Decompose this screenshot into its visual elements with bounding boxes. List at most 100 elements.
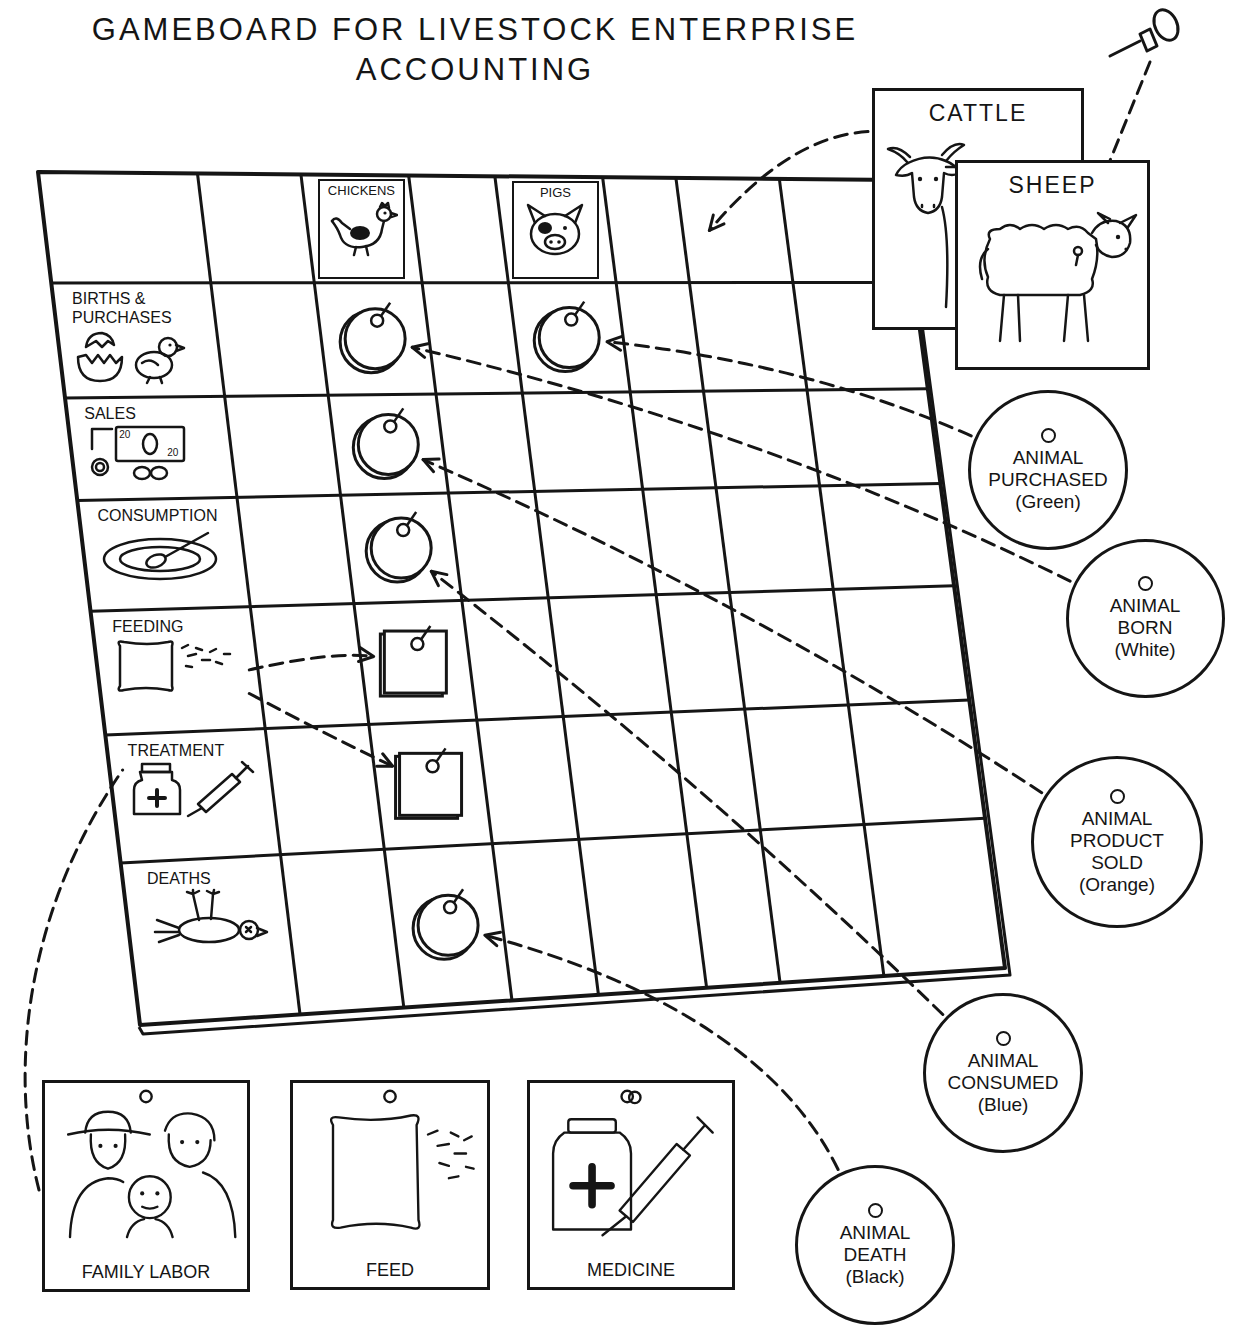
sketch-stroke <box>188 808 202 816</box>
leader-line <box>709 132 868 231</box>
sketch-stroke <box>411 638 423 650</box>
grid-line <box>779 179 884 976</box>
illustration <box>295 1087 485 1239</box>
sketch-stroke <box>345 309 405 369</box>
sketch-stroke <box>400 753 462 815</box>
sketch-stroke <box>295 1087 485 1239</box>
illustration <box>324 199 398 257</box>
sketch-stroke <box>922 205 934 207</box>
round-counter <box>413 889 478 959</box>
sketch-stroke <box>84 423 214 481</box>
row-label: CONSUMPTION <box>98 506 218 525</box>
sketch-stroke <box>168 343 171 346</box>
counter-key-label: ANIMAL CONSUMED(Blue) <box>941 1031 1065 1116</box>
sketch-stroke <box>575 302 584 315</box>
sketch-stroke <box>683 1117 712 1149</box>
illustration <box>72 327 202 385</box>
row-label: SALES <box>84 404 136 423</box>
row-label-cell: FEEDING <box>110 616 245 723</box>
illustration <box>518 201 592 259</box>
sketch-stroke <box>203 1173 235 1238</box>
arrowhead <box>423 459 439 472</box>
counter-key-circle: ANIMAL CONSUMED(Blue) <box>923 993 1083 1153</box>
sketch-stroke <box>144 552 167 570</box>
sketch-stroke <box>91 1135 126 1169</box>
grid-line <box>121 818 985 863</box>
grid-line <box>51 281 913 284</box>
sketch-stroke <box>169 1135 211 1167</box>
sketch-stroke <box>384 212 387 215</box>
illustration: 2020 <box>84 423 214 481</box>
counter-key-circle: ANIMAL PURCHASED(Green) <box>968 390 1128 550</box>
sketch-stroke <box>129 1176 171 1218</box>
sketch-stroke <box>114 1144 118 1148</box>
sketch-stroke <box>629 1092 640 1103</box>
grid-line <box>495 176 599 995</box>
sketch-stroke <box>528 205 545 223</box>
sketch-stroke <box>1092 221 1130 257</box>
sketch-stroke <box>980 213 1136 341</box>
sketch-stroke <box>78 333 184 383</box>
sketch-stroke <box>179 918 239 942</box>
input-card: MEDICINE <box>527 1080 735 1290</box>
sketch-stroke <box>51 1087 241 1239</box>
sketch-stroke <box>120 547 200 571</box>
sketch-stroke <box>159 338 177 356</box>
illustration <box>128 760 258 818</box>
sketch-stroke <box>518 201 592 259</box>
square-counter <box>380 626 446 696</box>
pin-hole <box>996 1031 1011 1046</box>
sketch-stroke <box>70 1178 123 1237</box>
sketch-stroke <box>92 427 184 479</box>
sketch-stroke <box>454 889 463 902</box>
sketch-stroke <box>545 235 565 249</box>
sketch-stroke <box>531 214 579 254</box>
sketch-stroke <box>195 1140 199 1144</box>
counter-key-label: ANIMAL DEATH(Black) <box>813 1203 937 1288</box>
pin-hole <box>1041 428 1056 443</box>
leader-line <box>423 459 1042 793</box>
grid-line <box>91 586 955 611</box>
grid-line <box>301 174 404 1007</box>
sketch-stroke <box>1076 255 1078 265</box>
sketch-stroke <box>391 213 397 217</box>
sketch-stroke <box>155 890 267 942</box>
dashed-leader <box>607 342 971 436</box>
diagram-title: GAMEBOARD FOR LIVESTOCK ENTERPRISE ACCOU… <box>20 10 930 90</box>
arrowhead <box>377 754 393 767</box>
sketch-stroke <box>428 1131 474 1179</box>
dashed-leader <box>249 655 373 670</box>
sketch-stroke <box>78 355 122 381</box>
round-counter <box>340 303 405 373</box>
grid-line <box>409 175 512 1000</box>
counter-key-label: ANIMAL PRODUCT SOLD(Orange) <box>1055 789 1179 896</box>
sketch-stroke <box>380 203 389 208</box>
sketch-stroke <box>92 459 108 475</box>
sketch-stroke <box>381 303 390 316</box>
row-label: BIRTHS & PURCHASES <box>72 289 204 327</box>
input-card: FAMILY LABOR <box>42 1080 250 1292</box>
sketch-stroke <box>149 790 165 806</box>
sketch-stroke <box>147 377 162 383</box>
sketch-stroke <box>104 539 216 579</box>
sketch-stroke <box>331 1115 419 1228</box>
sketch-stroke <box>127 1219 173 1237</box>
sketch-stroke <box>421 626 430 639</box>
sketch-stroke <box>187 890 219 920</box>
sketch-stroke <box>165 533 208 557</box>
sketch-stroke <box>332 219 350 230</box>
sketch-stroke <box>444 901 456 913</box>
sketch-stroke <box>354 246 368 255</box>
sketch-stroke <box>112 636 242 694</box>
sketch-stroke <box>1124 247 1127 250</box>
row-label: FEEDING <box>112 617 183 636</box>
sketch-stroke <box>92 429 112 449</box>
sketch-stroke <box>1000 295 1088 341</box>
sketch-stroke <box>128 760 258 818</box>
counter-key-text: ANIMAL PURCHASED <box>986 447 1110 491</box>
arrowhead <box>607 336 622 350</box>
card-title: MEDICINE <box>587 1259 675 1281</box>
sketch-stroke <box>1098 213 1136 227</box>
game-board <box>38 172 1010 1034</box>
